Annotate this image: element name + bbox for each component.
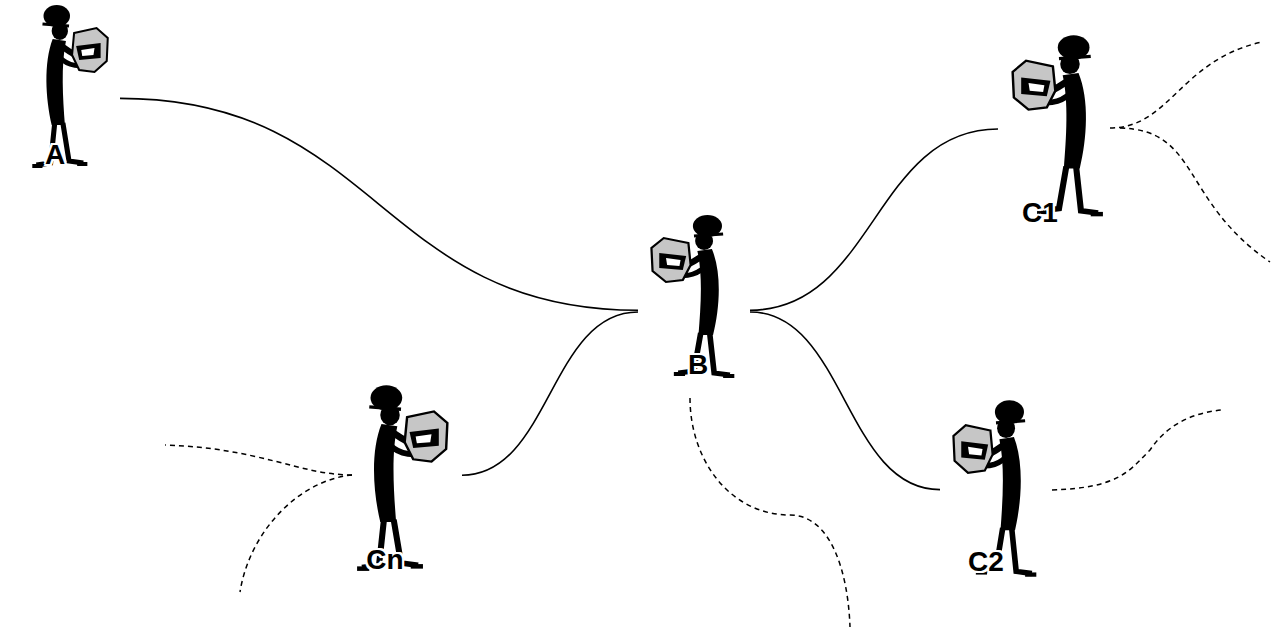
dashed-path: [690, 398, 850, 627]
connector-line: [750, 129, 998, 310]
person-label: Cn: [366, 546, 403, 574]
person-figure: C2: [940, 398, 1052, 593]
person-icon: [18, 3, 120, 183]
person-label: C1: [1022, 199, 1058, 227]
dashed-path: [240, 475, 352, 592]
connector-line: [750, 312, 940, 490]
connector-line: [120, 98, 638, 310]
dashed-path: [165, 445, 352, 475]
person-figure: A: [18, 3, 120, 183]
person-figure: Cn: [340, 383, 462, 588]
person-figure: B: [638, 213, 750, 393]
person-label: B: [688, 351, 708, 379]
dashed-path: [1052, 410, 1222, 490]
connector-line: [462, 312, 638, 475]
person-label: C2: [968, 548, 1004, 576]
dashed-paths: [165, 42, 1270, 627]
dashed-path: [1110, 42, 1262, 128]
person-figure: C1: [998, 33, 1120, 233]
person-icon: [998, 33, 1120, 233]
dashed-path: [1120, 128, 1270, 262]
person-label: A: [45, 141, 65, 169]
